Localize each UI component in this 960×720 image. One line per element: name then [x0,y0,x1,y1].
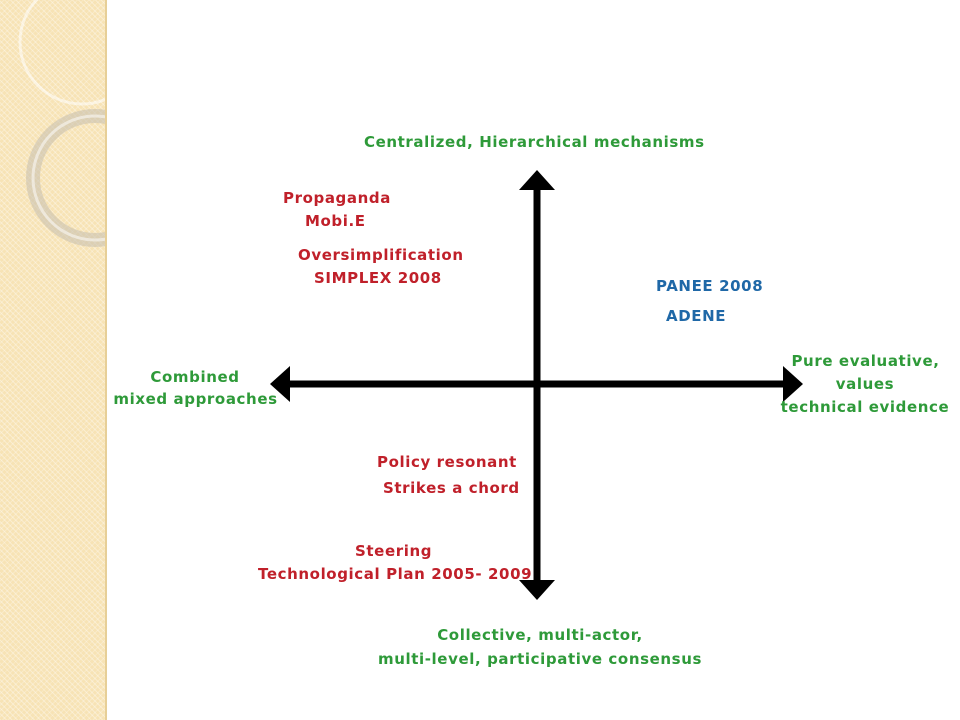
label-simplex: SIMPLEX 2008 [314,269,442,287]
label-oversimplification: Oversimplification [298,246,464,264]
axis-top-label: Centralized, Hierarchical mechanisms [364,133,705,151]
label-panee: PANEE 2008 [656,277,764,295]
label-adene: ADENE [666,307,727,325]
axis-bottom-label-line2: multi-level, participative consensus [377,650,703,668]
axis-left-label-line1: Combined [150,368,240,386]
decorative-rings-icon [18,0,105,247]
arrow-left-icon [270,366,290,402]
axis-left-label-line2: mixed approaches [113,390,278,408]
label-propaganda: Propaganda [283,189,391,207]
axis-bottom-label-line1: Collective, multi-actor, [437,626,643,644]
decorative-sidebar [0,0,107,720]
arrow-up-icon [519,170,555,190]
label-tech-plan: Technological Plan 2005- 2009 [258,565,533,583]
axis-right-label-line1: Pure evaluative, [791,352,940,370]
arrow-right-icon [783,366,803,402]
label-strikes-chord: Strikes a chord [383,479,520,497]
label-policy-resonant: Policy resonant [377,453,517,471]
label-mobie: Mobi.E [305,212,366,230]
label-steering: Steering [355,542,433,560]
axis-right-label-line2: values [835,375,895,393]
arrow-down-icon [519,580,555,600]
axis-right-label-line3: technical evidence [780,398,950,416]
